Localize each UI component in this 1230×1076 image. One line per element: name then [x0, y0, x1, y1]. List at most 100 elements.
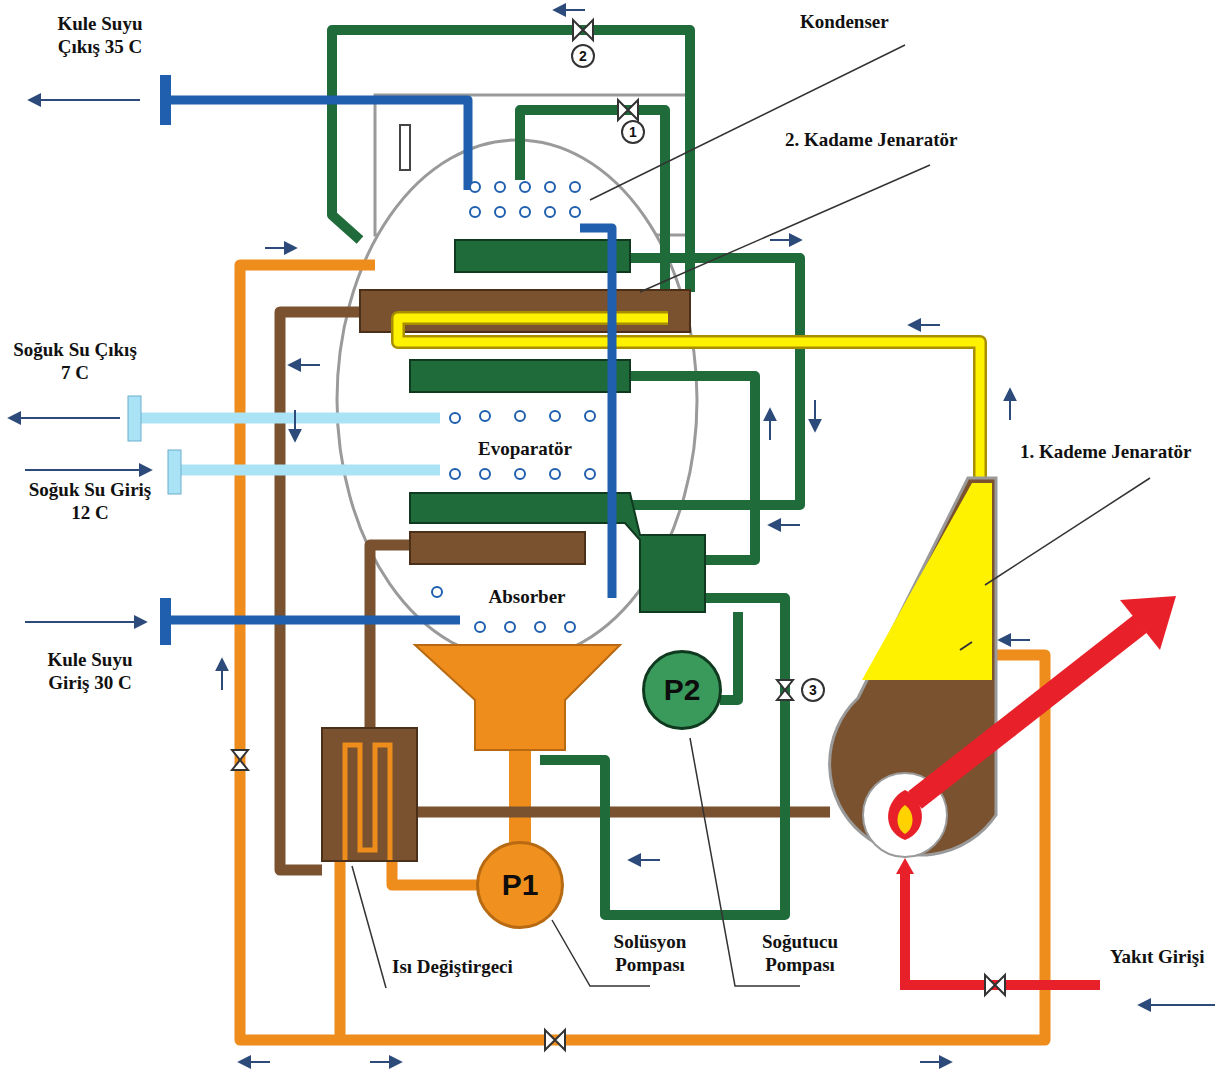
tube: [505, 622, 515, 632]
part-label: Soğutucu Pompası: [748, 930, 852, 976]
exhaust-arrow-head: [1120, 596, 1176, 650]
vapour-pipe-outline: [398, 318, 980, 485]
tube: [570, 207, 580, 217]
part-label: Absorber: [488, 585, 565, 608]
generator-vapour-space: [862, 483, 992, 680]
solution-pipe: [370, 545, 410, 728]
cooling-water-pipe: [580, 228, 612, 598]
part-label: Solüsyon Pompası: [598, 930, 702, 976]
valves: [232, 20, 1005, 1050]
pipe-flange: [128, 396, 141, 441]
tube: [450, 413, 460, 423]
flow-arrow: [814, 400, 816, 430]
evaporator-spray: [410, 360, 630, 392]
sight-glass: [400, 125, 410, 170]
valve-symbol: [777, 680, 793, 700]
tube: [470, 182, 480, 192]
tube: [550, 411, 560, 421]
tube-bundles: [432, 182, 595, 632]
part-label: 2. Kadame Jenaratör: [785, 128, 958, 151]
cooling-water-pipe: [165, 616, 460, 625]
part-label: Isı Değiştirgeci: [392, 955, 513, 978]
chilled-water-pipe: [135, 413, 440, 424]
evaporator-pan: [410, 493, 705, 612]
pump-label: P1: [502, 868, 539, 902]
leader-line: [985, 478, 1150, 585]
callout-number: 3: [802, 679, 824, 701]
tube: [432, 587, 442, 597]
valve-symbol: [232, 750, 248, 770]
flow-arrow: [1009, 390, 1011, 420]
flow-arrow: [265, 247, 295, 249]
heat-exchanger: [322, 728, 417, 861]
vapour-pipe: [398, 318, 980, 485]
solution-pipes: [240, 265, 1045, 1040]
valve-symbol: [545, 1030, 565, 1050]
pipe-flange: [160, 598, 171, 645]
part-label: Kondenser: [800, 10, 889, 33]
solution-pipe: [335, 862, 346, 1040]
flow-arrow: [769, 410, 771, 440]
part-label: Evoparatör: [478, 437, 572, 460]
solution-pipe: [417, 807, 830, 818]
refrigerant-pipe: [332, 30, 690, 292]
solution-pipe: [392, 862, 478, 885]
part-label: Soğuk Su Çıkış 7 C: [13, 338, 137, 384]
cooling-water-pipes: [165, 100, 612, 620]
part-label: Soğuk Su Giriş 12 C: [28, 478, 152, 524]
flow-arrow: [30, 99, 140, 101]
flow-arrow: [240, 1061, 270, 1063]
flow-arrow: [1000, 639, 1030, 641]
first-stage-generator: [830, 478, 996, 855]
fuel-line: [905, 870, 1100, 985]
tube: [545, 182, 555, 192]
leader-lines: [352, 45, 1150, 988]
strong-solution-pipes: [280, 312, 830, 870]
callout-number: 2: [572, 45, 594, 67]
callout-circle: [802, 679, 824, 701]
tube: [515, 411, 525, 421]
tube: [585, 411, 595, 421]
flow-arrow: [1140, 1004, 1215, 1006]
flow-arrow: [25, 621, 145, 623]
flow-arrow: [920, 1061, 950, 1063]
flow-arrow: [910, 324, 940, 326]
flow-arrow: [630, 859, 660, 861]
tube: [520, 182, 530, 192]
solution-pipe: [509, 745, 531, 842]
part-label: Kule Suyu Çıkış 35 C: [38, 12, 162, 58]
pump-label: P2: [664, 673, 701, 707]
tube: [475, 622, 485, 632]
tube: [450, 469, 460, 479]
heat-exchanger-coil: [345, 745, 390, 860]
tube: [495, 182, 505, 192]
refrigerant-pipe: [540, 598, 785, 915]
tube: [545, 207, 555, 217]
refrigerant-pipe: [630, 376, 755, 560]
pipe-flange: [160, 75, 171, 125]
flow-arrow: [770, 524, 800, 526]
flow-arrows: [10, 10, 1215, 1062]
refrigerant-pipe: [720, 612, 738, 700]
flow-arrow: [10, 417, 120, 419]
fuel-arrow-head: [896, 858, 914, 874]
solution-pipe: [240, 265, 1045, 1040]
tube: [515, 469, 525, 479]
pump-circle: P2: [642, 650, 722, 730]
spark-mark: [960, 642, 972, 650]
callout-number: 1: [622, 121, 644, 143]
absorber-spray: [410, 532, 585, 564]
part-label: 1. Kademe Jenaratör: [1020, 440, 1191, 463]
valve-symbol: [985, 975, 1005, 995]
flow-arrow: [25, 469, 150, 471]
flow-arrow: [290, 364, 320, 366]
pipe-flange: [168, 450, 181, 494]
tube: [480, 411, 490, 421]
flow-arrow: [221, 660, 223, 690]
exhaust-arrow: [915, 624, 1140, 800]
tube: [570, 182, 580, 192]
leader-line: [590, 45, 905, 200]
pump-circle: P1: [476, 841, 564, 929]
